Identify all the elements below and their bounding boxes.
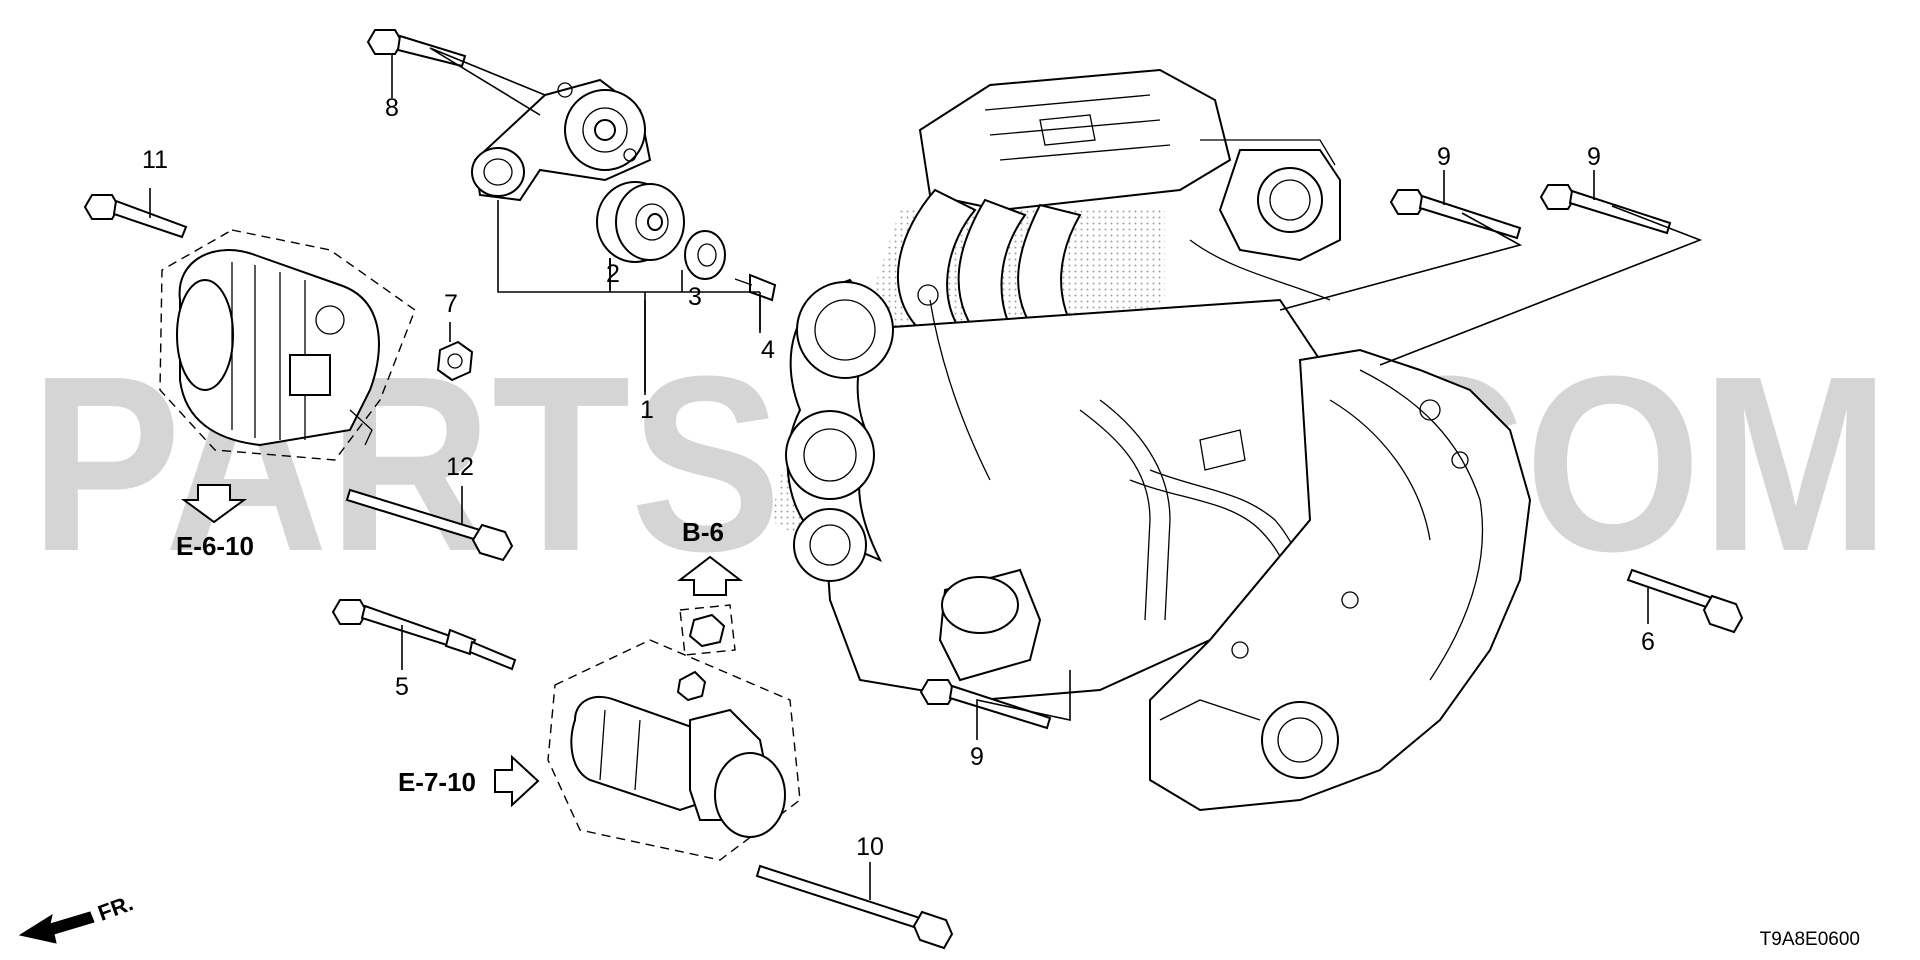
ref-arrow-down-icon <box>180 484 248 524</box>
callout-6[interactable]: 6 <box>1641 628 1655 656</box>
ref-nut[interactable]: B-6 <box>682 517 724 547</box>
leader-lines <box>149 47 1703 900</box>
callout-9-right-b[interactable]: 9 <box>1587 143 1601 171</box>
ref-alternator[interactable]: E-6-10 <box>176 531 254 561</box>
bolt-6[interactable] <box>1626 568 1744 634</box>
front-label: FR. <box>95 890 137 926</box>
callout-10[interactable]: 10 <box>856 833 884 861</box>
bolt-12[interactable] <box>345 488 514 562</box>
bolt-9-center[interactable] <box>919 679 1052 730</box>
ref-starter[interactable]: E-7-10 <box>398 767 476 797</box>
belt-tensioner[interactable] <box>471 78 652 202</box>
bolt-9-right-a[interactable] <box>1389 189 1522 240</box>
nut-b6[interactable] <box>679 604 736 656</box>
engine-assembly[interactable] <box>770 68 1532 812</box>
callout-4[interactable]: 4 <box>761 336 775 364</box>
callout-2[interactable]: 2 <box>606 260 620 288</box>
callout-11[interactable]: 11 <box>142 146 168 174</box>
starter-motor[interactable] <box>547 639 801 861</box>
diagram-code: T9A8E0600 <box>1760 929 1860 950</box>
callout-12[interactable]: 12 <box>446 453 474 481</box>
bolt-9-right-b[interactable] <box>1539 184 1672 235</box>
ref-arrow-up-icon <box>677 555 743 596</box>
callout-7[interactable]: 7 <box>444 290 458 318</box>
bolt-5[interactable] <box>331 599 517 671</box>
callout-9-right-a[interactable]: 9 <box>1437 143 1451 171</box>
front-arrow-icon <box>18 911 95 944</box>
callout-3[interactable]: 3 <box>688 283 702 311</box>
callout-1[interactable]: 1 <box>640 396 654 424</box>
washer[interactable] <box>684 230 726 280</box>
nut-7[interactable] <box>436 340 474 382</box>
ref-arrow-right-icon <box>494 754 540 808</box>
callout-5[interactable]: 5 <box>395 673 409 701</box>
idler-pulley[interactable] <box>596 181 685 263</box>
callout-9-center[interactable]: 9 <box>970 743 984 771</box>
callout-8[interactable]: 8 <box>385 94 399 122</box>
bolt-10[interactable] <box>755 864 954 950</box>
alternator[interactable] <box>159 229 416 461</box>
bolt-4[interactable] <box>734 273 777 302</box>
bolt-11[interactable] <box>83 194 188 239</box>
